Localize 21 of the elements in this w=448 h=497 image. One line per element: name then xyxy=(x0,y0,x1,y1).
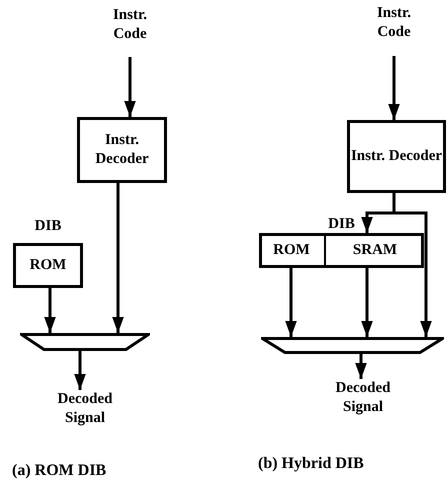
decoder-block: Instr. Decoder xyxy=(77,117,167,183)
arrow xyxy=(112,183,124,333)
arrow xyxy=(285,268,297,337)
memory-bank: SRAM xyxy=(324,233,424,268)
decoder-block: Instr. Decoder xyxy=(347,120,446,193)
memory-block: ROM xyxy=(13,243,83,288)
block-heading: DIB xyxy=(327,215,356,234)
signal-label: Instr. Code xyxy=(100,6,160,57)
signal-label: Instr. Code xyxy=(362,4,426,56)
block-heading: DIB xyxy=(34,217,62,236)
arrow xyxy=(355,354,367,379)
arrow xyxy=(44,288,56,333)
figure-caption: (a) ROM DIB xyxy=(12,462,106,480)
signal-label: Decoded Signal xyxy=(318,379,408,431)
arrow xyxy=(74,351,86,390)
arrow xyxy=(124,57,136,117)
arrow xyxy=(361,268,373,337)
arrow xyxy=(388,56,400,120)
signal-label: Decoded Signal xyxy=(40,390,130,440)
figure-caption: (b) Hybrid DIB xyxy=(258,455,364,473)
memory-bank: ROM xyxy=(259,233,324,268)
